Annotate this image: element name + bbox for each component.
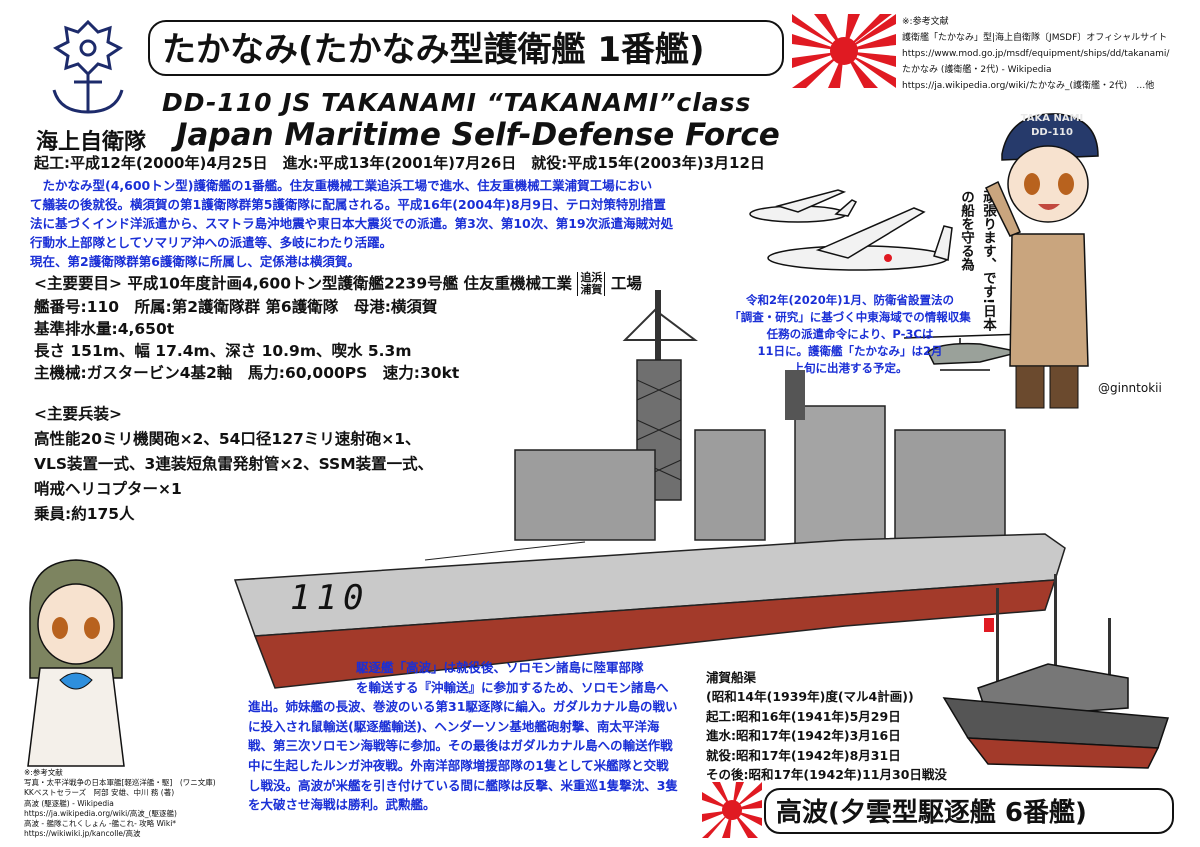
specs-builder: 平成10年度計画4,600トン型護衛艦2239号艦 住友重機械工業 xyxy=(127,274,573,293)
construction-dates: 起工:平成12年(2000年)4月25日 進水:平成13年(2001年)7月26… xyxy=(34,154,765,172)
story-line: 戦、第三次ソロモン海戦等に参加。その最後はガダルカナル島への輸送作戦 xyxy=(248,738,673,754)
main-specifications: <主要要目> 平成10年度計画4,600トン型護衛艦2239号艦 住友重機械工業… xyxy=(34,272,694,384)
destroyer-info: 浦賀船渠 (昭和14年(1939年)度(マル4計画)) 起工:昭和16年(194… xyxy=(706,668,947,784)
specs-yard-suffix: 工場 xyxy=(610,274,642,293)
page-title: たかなみ(たかなみ型護衛艦 1番艦) xyxy=(148,20,784,76)
dd-info-line: 進水:昭和17年(1942年)3月16日 xyxy=(706,728,901,744)
jmsdf-emblem xyxy=(52,19,124,114)
p3c-aircraft-illustration xyxy=(749,189,953,271)
specs-yard-1: 追浜 xyxy=(580,271,603,284)
history-line: 現在、第2護衛隊群第6護衛隊に所属し、定係港は横須賀。 xyxy=(30,254,360,269)
news-line: 「調査・研究」に基づく中東海域での情報収集 xyxy=(729,310,971,324)
history-line: て艤装の後就役。横須賀の第1護衛隊群第5護衛隊に配属される。平成16年(2004… xyxy=(30,197,666,212)
dd-info-line: (昭和14年(1939年)度(マル4計画)) xyxy=(706,689,914,705)
takanami-destroyer-illustration xyxy=(942,574,1170,769)
story-line: 駆逐艦「高波」は就役後、ソロモン諸島に陸軍部隊 xyxy=(356,660,644,675)
dd-info-line: 浦賀船渠 xyxy=(706,670,757,685)
news-line: 上旬に出港する予定。 xyxy=(792,361,908,375)
reference-line: ※:参考文献 xyxy=(902,17,949,27)
reference-line: 高波 - 艦隊これくしょん -艦これ- 攻略 Wiki* xyxy=(24,819,177,829)
rising-sun-flag-top xyxy=(792,14,896,88)
reference-line: https://www.mod.go.jp/msdf/equipment/shi… xyxy=(902,49,1170,59)
cap-text: TAKA NAMI xyxy=(1020,113,1084,124)
takanami-ship-illustration xyxy=(233,290,1066,689)
news-line: 11日に。護衛艦「たかなみ」は2月 xyxy=(757,344,943,358)
story-line: を輸送する『沖輸送』に参加するため、ソロモン諸島へ xyxy=(356,679,669,695)
references-top: ※:参考文献 護衛艦「たかなみ」型|海上自衛隊〔JMSDF〕オフィシャルサイト … xyxy=(902,14,1192,94)
history-line: 行動水上部隊としてソマリア沖への派遣等、多岐にわたり活躍。 xyxy=(30,235,393,250)
story-line: 進出。姉妹艦の長波、巻波のいる第31駆逐隊に編入。ガダルカナル島の戦い xyxy=(248,699,678,715)
takanami-story: 駆逐艦「高波」は就役後、ソロモン諸島に陸軍部隊 を輸送する『沖輸送』に参加するた… xyxy=(248,658,678,815)
cap-subtext: DD-110 xyxy=(1031,127,1073,138)
specs-propulsion: 主機械:ガスタービン4基2軸 馬力:60,000PS 速力:30kt xyxy=(34,364,460,382)
reference-line: KKベストセラーズ 阿部 安雄、中川 務 (著) xyxy=(24,788,175,798)
story-line: に投入され鼠輸送(駆逐艦輸送)、ヘンダーソン基地艦砲射撃、南太平洋海 xyxy=(248,718,660,734)
ship-history: たかなみ型(4,600トン型)護衛艦の1番艦。住友重機械工業追浜工場で進水、住友… xyxy=(30,176,750,271)
specs-heading: <主要要目> xyxy=(34,274,122,293)
news-line: 任務の派遣命令により、P-3Cは xyxy=(766,327,934,341)
ship-designation: DD-110 JS TAKANAMI “TAKANAMI”class xyxy=(162,88,752,117)
weapons-line: 乗員:約175人 xyxy=(34,505,135,523)
weapons-line: 哨戒ヘリコプター×1 xyxy=(34,480,182,498)
reference-line: 高波 (駆逐艦) - Wikipedia xyxy=(24,798,114,808)
history-line: たかなみ型(4,600トン型)護衛艦の1番艦。住友重機械工業追浜工場で進水、住友… xyxy=(30,178,653,193)
references-bottom: ※:参考文献 写真・太平洋戦争の日本軍艦[軽巡洋艦・駆] (ワニ文庫) KKベス… xyxy=(24,768,224,839)
character-illustration-uniform xyxy=(984,113,1099,409)
specs-builder-row: <主要要目> 平成10年度計画4,600トン型護衛艦2239号艦 住友重機械工業… xyxy=(34,272,694,296)
jmsdf-english-name: Japan Maritime Self-Defense Force xyxy=(176,117,780,153)
character-speech: 頑張ります、です!日本の船を守る為 xyxy=(958,190,996,332)
reference-line: https://wikiwiki.jp/kancolle/高波 xyxy=(24,829,141,839)
specs-displacement: 基準排水量:4,650t xyxy=(34,320,175,338)
hull-number-marking: 110 xyxy=(290,578,370,618)
rising-sun-flag-bottom xyxy=(702,782,762,838)
reference-line: たかなみ (護衛艦・2代) - Wikipedia xyxy=(902,65,1052,75)
story-line: を大破させ海戦は勝利。武勲艦。 xyxy=(248,797,436,813)
specs-yard-bracket: 追浜 浦賀 xyxy=(577,271,606,296)
dispatch-news: 令和2年(2020年)1月、防衛省設置法の 「調査・研究」に基づく中東海域での情… xyxy=(700,292,1000,377)
artist-signature: @ginntokii xyxy=(1098,381,1162,395)
main-weapons: <主要兵装> 高性能20ミリ機関砲×2、54口径127ミリ速射砲×1、 VLS装… xyxy=(34,402,433,527)
dd-info-line: 就役:昭和17年(1942年)8月31日 xyxy=(706,747,901,763)
weapons-heading: <主要兵装> xyxy=(34,405,122,423)
reference-line: 護衛艦「たかなみ」型|海上自衛隊〔JMSDF〕オフィシャルサイト xyxy=(902,33,1168,43)
reference-line: 写真・太平洋戦争の日本軍艦[軽巡洋艦・駆] (ワニ文庫) xyxy=(24,778,216,788)
specs-yard-2: 浦賀 xyxy=(580,283,603,296)
reference-line: https://ja.wikipedia.org/wiki/高波_(駆逐艦) xyxy=(24,808,177,818)
weapons-line: VLS装置一式、3連装短魚雷発射管×2、SSM装置一式、 xyxy=(34,455,434,473)
story-line: 中に生起したルンガ沖夜戦。外南洋部隊増援部隊の1隻として米艦隊と交戦 xyxy=(248,757,669,773)
news-line: 令和2年(2020年)1月、防衛省設置法の xyxy=(745,293,955,307)
story-line: し戦没。高波が米艦を引き付けている間に艦隊は反撃、米重巡1隻撃沈、3隻 xyxy=(248,777,678,793)
specs-dimensions: 長さ 151m、幅 17.4m、深さ 10.9m、喫水 5.3m xyxy=(34,342,412,360)
character-illustration-kancolle xyxy=(27,559,125,767)
reference-line: ※:参考文献 xyxy=(24,768,63,777)
reference-line: https://ja.wikipedia.org/wiki/たかなみ_(護衛艦・… xyxy=(902,81,1155,91)
cap-label: TAKA NAMI DD-110 xyxy=(1010,112,1094,140)
destroyer-title: 高波(夕雲型駆逐艦 6番艦) xyxy=(764,788,1174,834)
helicopter-illustration xyxy=(903,333,1027,371)
weapons-line: 高性能20ミリ機関砲×2、54口径127ミリ速射砲×1、 xyxy=(34,430,421,448)
specs-hull-number: 艦番号:110 所属:第2護衛隊群 第6護衛隊 母港:横須賀 xyxy=(34,298,438,316)
jmsdf-japanese-name: 海上自衛隊 xyxy=(36,130,147,155)
dd-info-line: その後:昭和17年(1942年)11月30日戦没 xyxy=(706,767,947,783)
history-line: 法に基づくインド洋派遣から、スマトラ島沖地震や東日本大震災での派遣。第3次、第1… xyxy=(30,216,674,231)
dd-info-line: 起工:昭和16年(1941年)5月29日 xyxy=(706,708,901,724)
